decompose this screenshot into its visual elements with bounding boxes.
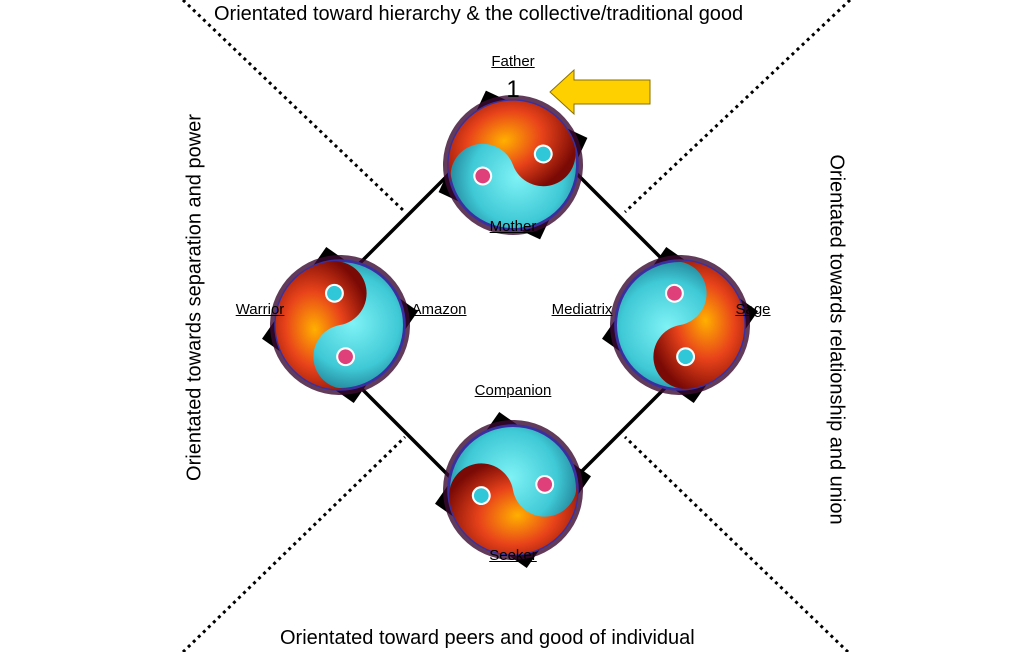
bottom-edge-text: Orientated toward peers and good of indi… xyxy=(280,627,695,649)
divider-bottom-left xyxy=(181,435,407,652)
top-edge-text: Orientated toward hierarchy & the collec… xyxy=(214,3,744,25)
number-label: 1 xyxy=(506,76,520,103)
divider-bottom-right xyxy=(623,435,850,652)
yin-yang-icon-left xyxy=(246,231,434,419)
label-warrior: Warrior xyxy=(235,301,285,318)
divider-top-left xyxy=(181,0,407,214)
divider-top-right xyxy=(623,0,852,214)
label-sage: Sage xyxy=(735,301,771,318)
arrow-icon xyxy=(549,68,651,116)
label-father: Father xyxy=(491,53,535,70)
left-edge-text: Orientated towards separation and power xyxy=(183,114,206,481)
label-mother: Mother xyxy=(489,218,537,235)
right-edge-text: Orientated towards relationship and unio… xyxy=(825,154,848,525)
label-seeker: Seeker xyxy=(489,547,537,564)
dotted-dividers xyxy=(181,0,852,652)
label-companion: Companion xyxy=(474,382,552,399)
label-amazon: Amazon xyxy=(411,301,467,318)
yin-yang-icon-right xyxy=(586,231,774,419)
label-mediatrix: Mediatrix xyxy=(551,301,613,318)
